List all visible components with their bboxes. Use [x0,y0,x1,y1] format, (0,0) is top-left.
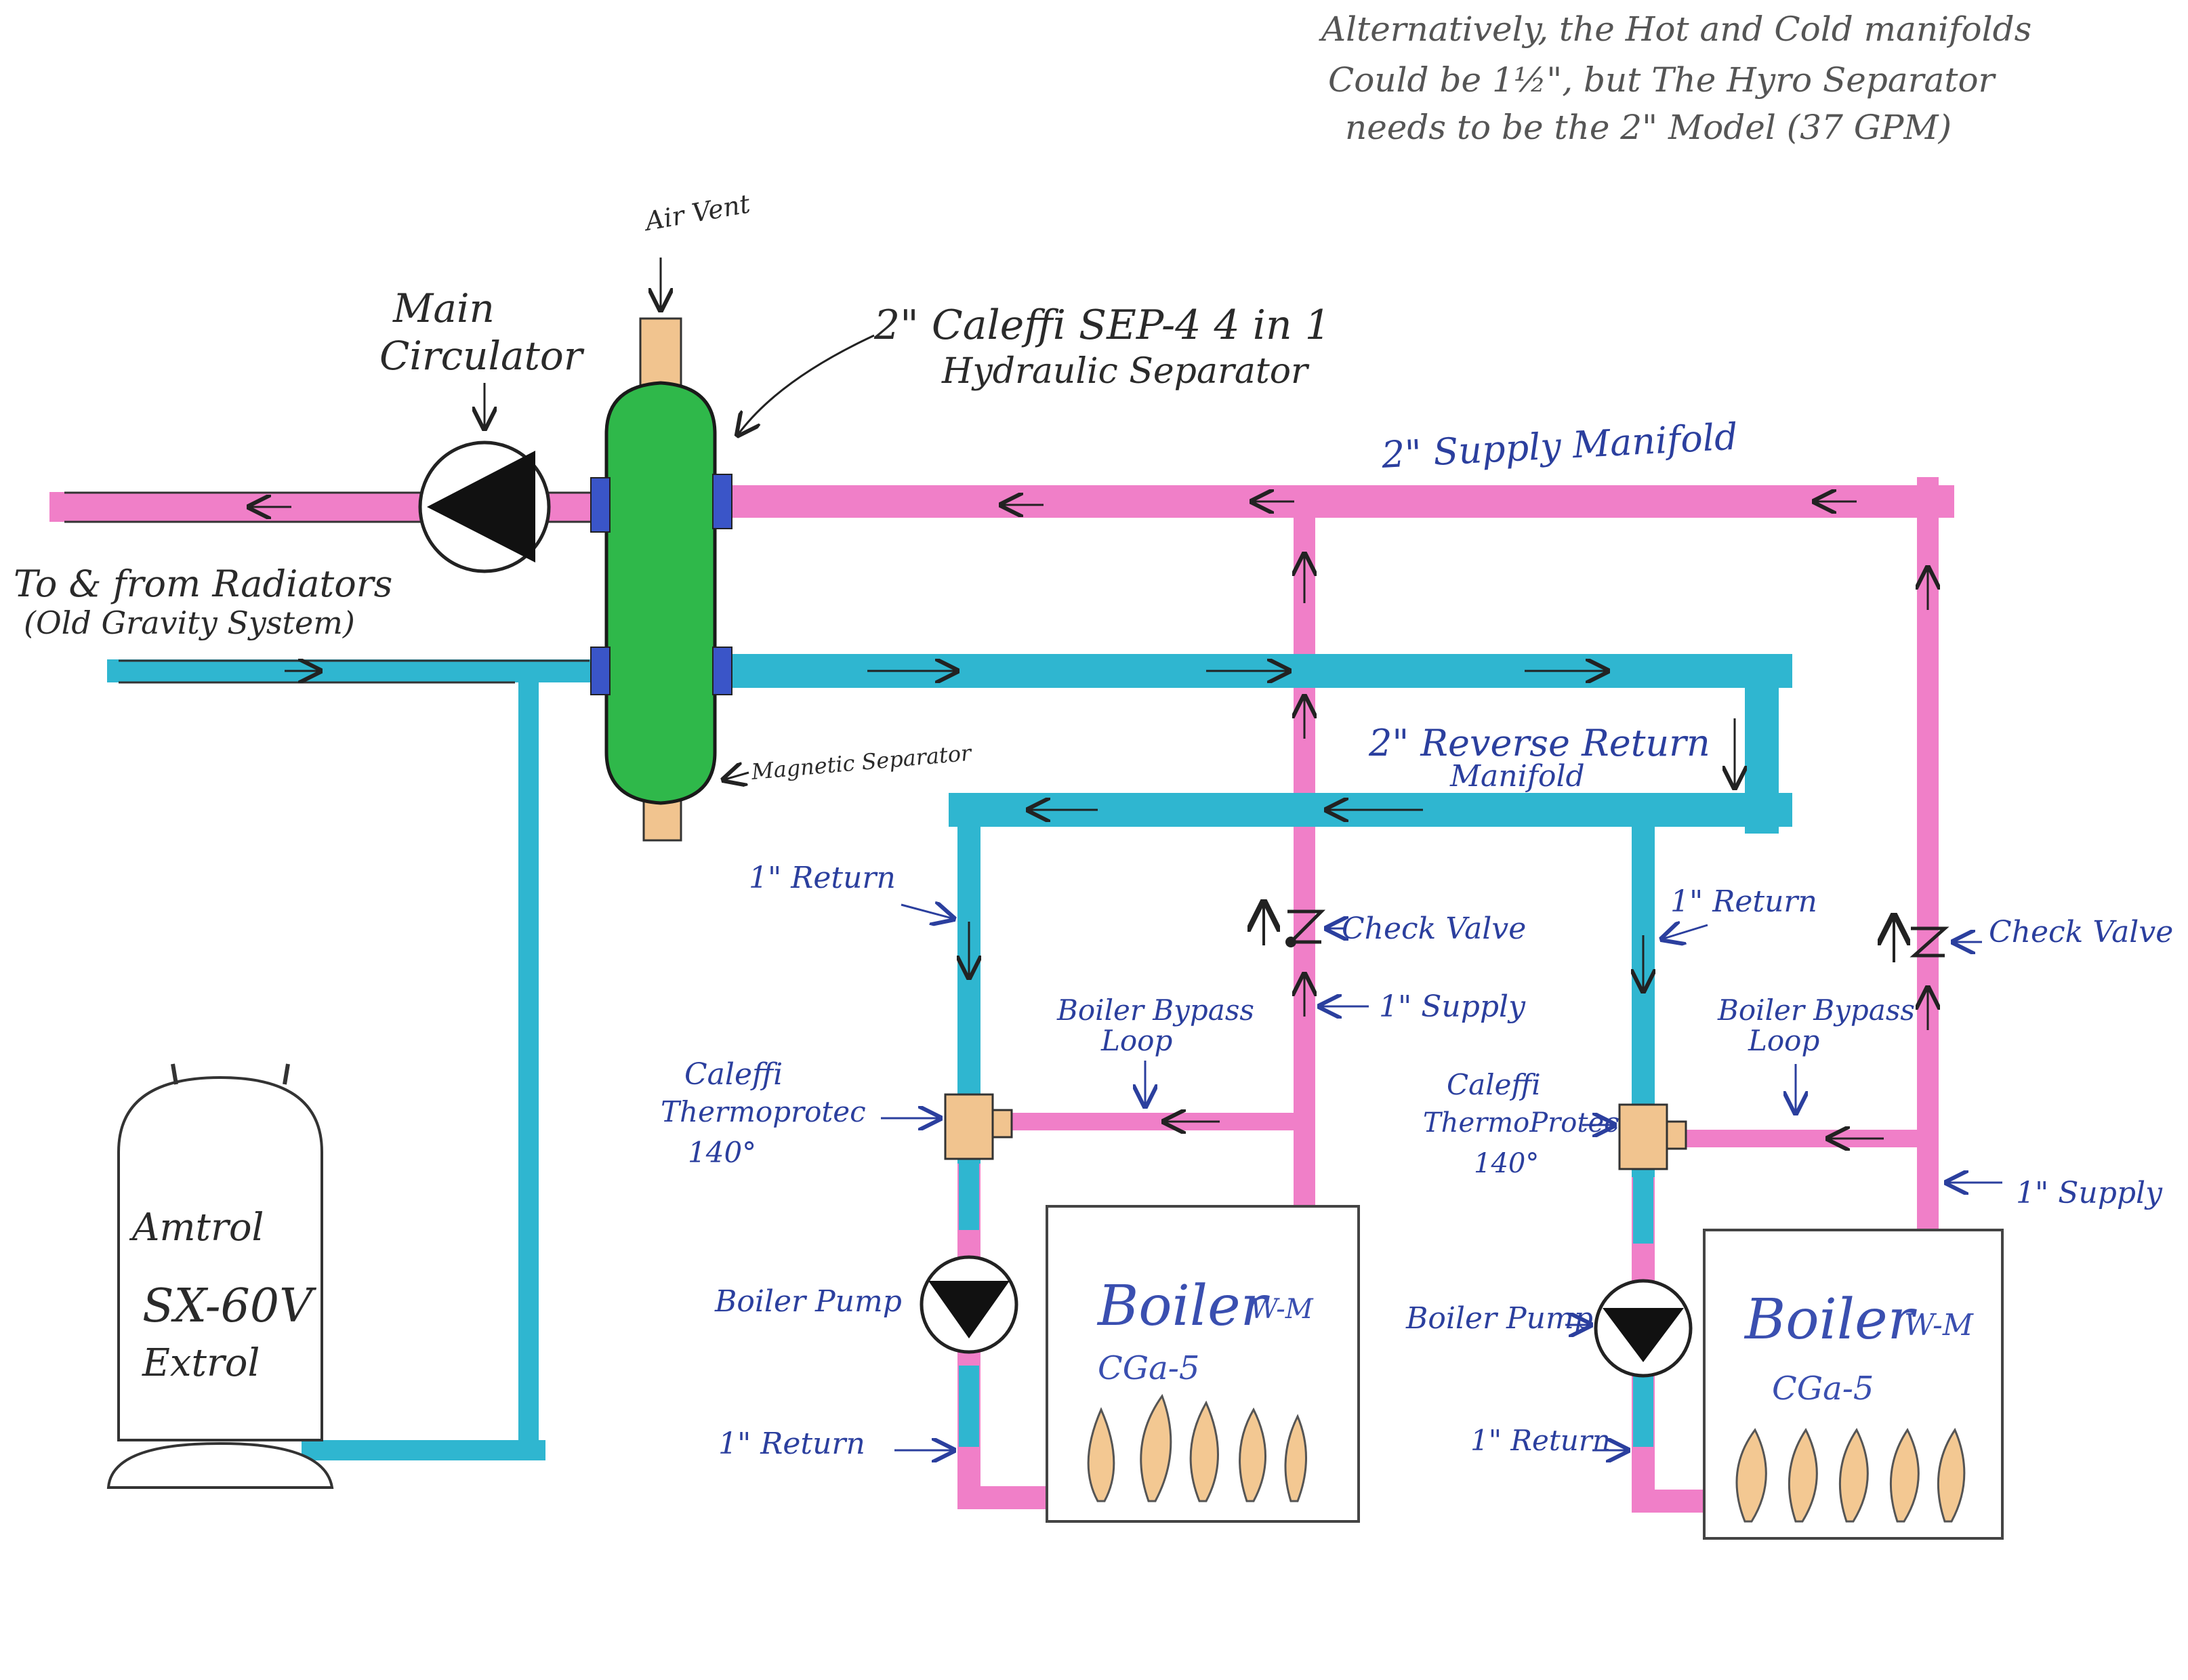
separator-pointer [739,334,875,434]
check-valve-stem [1285,937,1296,947]
boiler-pump-left-label: Boiler Pump [714,1284,902,1319]
thermo-right-label-1: Caleffi [1447,1068,1541,1101]
bypass-right-label-1: Boiler Bypass [1717,993,1915,1027]
separator-label-1: 2" Caleffi SEP-4 4 in 1 [873,302,1331,349]
thermoprotec-left-port [991,1109,1013,1139]
boiler-right-flames [1735,1427,1966,1523]
note-line-3: needs to be the 2" Model (37 GPM) [1345,108,1952,147]
thermoprotec-right [1618,1103,1668,1170]
return-1in-right-label: 1" Return [1670,884,1817,919]
boiler-left-model: CGa-5 [1098,1349,1199,1387]
reverse-return-label-1: 2" Reverse Return [1368,722,1710,764]
boiler-left-flames [1087,1393,1307,1502]
check-valves [1264,905,1949,962]
boiler-pumps [920,1255,1693,1378]
magnetic-separator-label: Magnetic Separator [749,740,973,785]
tank-handle [171,1063,178,1085]
bypass-left-label-1: Boiler Bypass [1056,993,1254,1027]
boiler-left-title: Boiler [1096,1274,1271,1338]
boiler-left-brand: W-M [1250,1294,1314,1325]
air-vent-label: Air Vent [641,188,753,237]
check-valve-right-icon [1910,926,1949,958]
boiler-right-model: CGa-5 [1772,1370,1874,1408]
boiler-pump-right-triangle-icon [1603,1308,1684,1362]
flow-arrows [251,501,1928,1139]
boiler-pump-left-triangle-icon [928,1281,1010,1338]
design-note: Alternatively, the Hot and Cold manifold… [1319,9,2031,147]
boilers [1046,1205,2004,1540]
note-line-1: Alternatively, the Hot and Cold manifold… [1319,9,2031,49]
supply-manifold-label: 2" Supply Manifold [1380,415,1739,476]
check-valve-left-label: Check Valve [1342,911,1526,946]
thermo-right-label-3: 140° [1474,1148,1539,1179]
tank-handle [283,1063,290,1085]
note-line-2: Could be 1½", but The Hyro Separator [1328,60,1997,100]
circulator-triangle-icon [427,451,535,562]
separator-port [590,647,611,695]
separator-body [604,381,717,805]
supply-1in-right-label: 1" Supply [2016,1176,2163,1210]
boiler-right-title: Boiler [1743,1288,1918,1352]
thermo-left-label-2: Thermoprotec [661,1095,866,1128]
expansion-tank-base [106,1441,334,1489]
boiler-pump-right-label: Boiler Pump [1405,1301,1593,1336]
radiators-label-1: To & from Radiators [14,562,392,605]
return-bottom-right-label: 1" Return [1470,1424,1611,1457]
magnetic-separator-pointer [725,773,749,779]
black-labels: Air Vent Main Circulator 2" Caleffi SEP-… [14,188,1331,1385]
separator-label-2: Hydraulic Separator [941,351,1310,392]
radiators-label-2: (Old Gravity System) [24,605,355,641]
bypass-right-label-2: Loop [1748,1024,1819,1057]
reverse-return-label-2: Manifold [1449,759,1585,794]
return-1in-left-label: 1" Return [749,861,896,895]
separator-port [590,477,611,533]
bypass-left-label-2: Loop [1100,1024,1172,1057]
thermo-right-label-2: ThermoProtec [1423,1107,1619,1139]
tank-label-3: Extrol [142,1341,260,1385]
separator-port [712,647,732,695]
thermoprotec-right-port [1666,1120,1687,1150]
air-vent-fitting [639,317,682,394]
return-bottom-left-label: 1" Return [718,1427,865,1461]
supply-1in-left-label: 1" Supply [1379,989,1526,1024]
blue-labels: 2" Supply Manifold 2" Reverse Return Man… [661,415,2173,1461]
expansion-tank [106,1063,334,1489]
thermo-left-label-1: Caleffi [684,1057,783,1092]
separator-port [712,474,732,529]
boiler-right-brand: W-M [1904,1308,1974,1343]
check-valve-right-label: Check Valve [1989,915,2173,949]
thermo-left-label-3: 140° [688,1136,756,1169]
expansion-tank-body [117,1075,323,1441]
main-circulator [418,441,551,573]
check-valve-left-icon [1286,909,1326,944]
main-circulator-label-1: Main [392,285,495,331]
main-circulator-label-2: Circulator [379,333,585,379]
return-left-pointer [901,905,952,918]
tank-label-1: Amtrol [129,1206,264,1250]
hydraulic-separator [590,317,732,842]
thermoprotec-valves [944,1093,1687,1170]
return-right-pointer [1664,925,1708,939]
tank-label-2: SX-60V [142,1279,316,1333]
thermoprotec-left [944,1093,994,1160]
